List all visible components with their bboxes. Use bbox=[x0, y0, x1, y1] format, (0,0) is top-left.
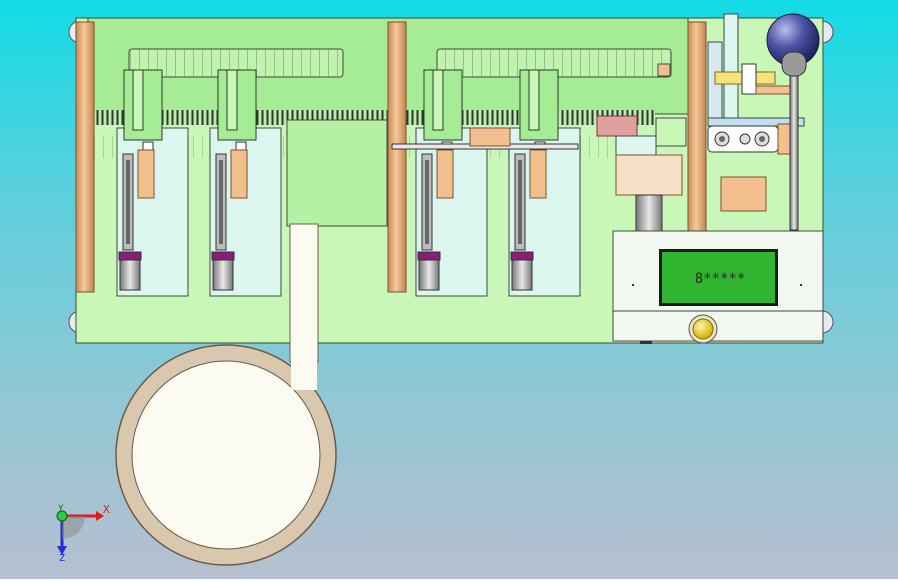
injector-unit-4 bbox=[508, 69, 581, 297]
injector-units bbox=[116, 69, 581, 297]
injector-unit-3 bbox=[415, 69, 488, 297]
power-knob bbox=[688, 314, 718, 344]
drum-wheel bbox=[115, 330, 337, 566]
lcd-display: 8***** bbox=[659, 249, 778, 306]
ball-handle bbox=[766, 13, 820, 77]
axis-triad: X Y Z bbox=[56, 503, 110, 564]
side-mechanism bbox=[707, 13, 805, 231]
slotted-rail-right bbox=[436, 48, 672, 78]
injector-unit-1 bbox=[116, 69, 189, 297]
y-axis-label: Y bbox=[58, 504, 64, 514]
center-mount-plate bbox=[286, 119, 388, 227]
z-axis-label: Z bbox=[59, 553, 65, 564]
lcd-readout: 8***** bbox=[695, 271, 746, 287]
wooden-beams bbox=[75, 21, 707, 293]
linkage-bar bbox=[391, 115, 687, 234]
x-axis-label: X bbox=[103, 503, 110, 516]
injector-unit-2 bbox=[209, 69, 282, 297]
slotted-rail-left bbox=[128, 48, 344, 78]
